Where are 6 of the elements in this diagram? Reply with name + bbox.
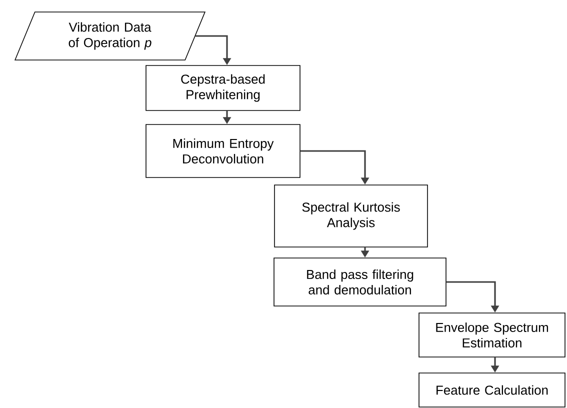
process-box: Cepstra-based Prewhitening	[146, 65, 300, 111]
process-box: Envelope Spectrum Estimation	[418, 312, 566, 358]
process-box: Feature Calculation	[418, 372, 566, 408]
process-box: Spectral Kurtosis Analysis	[274, 184, 428, 248]
process-box: Minimum Entropy Deconvolution	[146, 124, 300, 178]
process-box: Band pass filtering and demodulation	[274, 258, 446, 306]
